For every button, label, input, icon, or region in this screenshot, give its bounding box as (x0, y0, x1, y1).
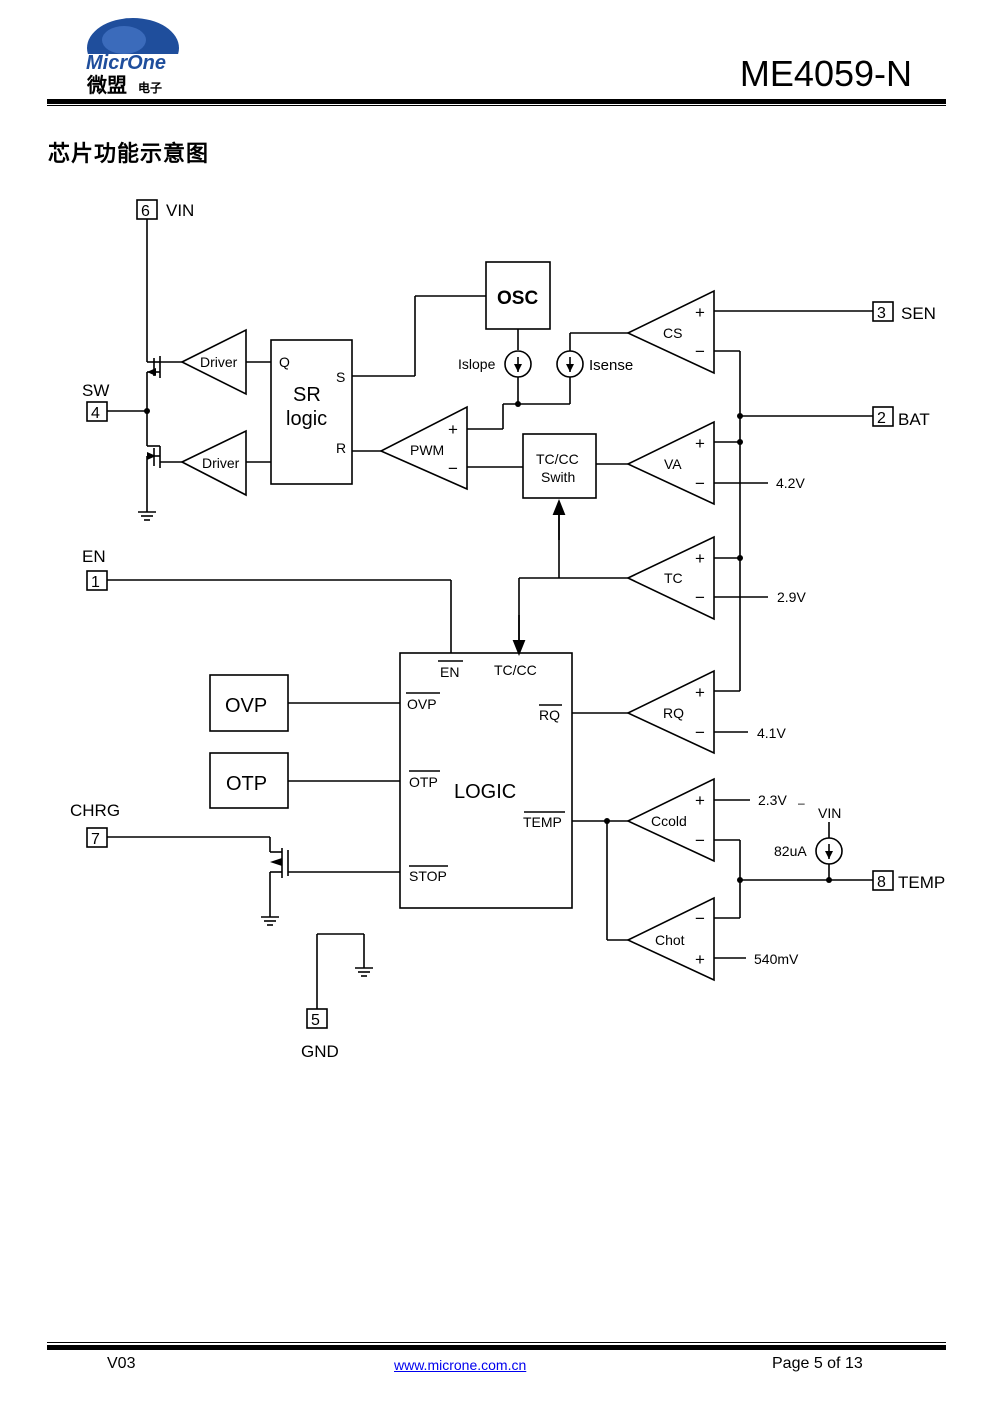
tc-comparator-label: TC (664, 570, 683, 586)
ccold-plus-sign: + (695, 791, 705, 810)
sr-s-label: S (336, 369, 345, 385)
pin-1-number: 1 (91, 574, 100, 591)
logic-stop-label: STOP (409, 868, 447, 884)
pin-6-label: VIN (166, 201, 194, 220)
pwm-plus-sign: + (448, 420, 458, 439)
va-minus-sign: − (695, 474, 705, 493)
logic-en-label: EN (440, 664, 459, 680)
sr-line1: SR (293, 384, 321, 406)
pin-3-number: 3 (877, 305, 886, 322)
cs-comparator-label: CS (663, 325, 682, 341)
driver-top-label: Driver (200, 354, 238, 370)
tccc-switch-line1: TC/CC (536, 451, 579, 467)
cs-minus-sign: − (695, 342, 705, 361)
ovp-block-label: OVP (225, 695, 267, 717)
pin-7-number: 7 (91, 831, 100, 848)
pin-4-label: SW (82, 381, 109, 400)
section-title: 芯片功能示意图 (48, 142, 210, 167)
logo-text-en: MicrOne (86, 52, 166, 74)
ccold-comparator-label: Ccold (651, 813, 687, 829)
osc-label: OSC (497, 288, 538, 309)
va-plus-sign: + (695, 434, 705, 453)
temp-current-supply-label: VIN (818, 805, 841, 821)
pin-4-number: 4 (91, 405, 100, 422)
pin-8-number: 8 (877, 874, 886, 891)
header-rule (47, 99, 946, 104)
footer-rule-thin (47, 1342, 946, 1343)
logic-label: LOGIC (454, 781, 516, 803)
pwm-label: PWM (410, 442, 444, 458)
block-diagram: 6 VIN SW 4 EN 1 CHRG 7 5 GND 3 SEN 2 BAT… (70, 199, 945, 1061)
driver-bottom-label: Driver (202, 455, 240, 471)
tc-reference: 2.9V (777, 589, 806, 605)
logic-otp-label: OTP (409, 774, 438, 790)
pin-1-label: EN (82, 547, 106, 566)
logic-tccc-label: TC/CC (494, 662, 537, 678)
pin-2-number: 2 (877, 410, 886, 427)
pin-2-label: BAT (898, 410, 930, 429)
rq-comparator-label: RQ (663, 705, 684, 721)
footer-rule (47, 1345, 946, 1350)
va-reference: 4.2V (776, 475, 805, 491)
logic-temp-label: TEMP (523, 814, 562, 830)
logo-text-cn-small: 电子 (138, 80, 162, 95)
tc-minus-sign: − (695, 588, 705, 607)
ccold-reference: 2.3V (758, 792, 787, 808)
pin-5-label: GND (301, 1042, 339, 1061)
pin-6-number: 6 (141, 203, 150, 220)
cs-plus-sign: + (695, 303, 705, 322)
pin-5-number: 5 (311, 1012, 320, 1029)
otp-block-label: OTP (226, 773, 267, 795)
rq-plus-sign: + (695, 683, 705, 702)
chot-minus-sign: − (695, 909, 705, 928)
document-title: ME4059-N (739, 53, 912, 94)
islope-label: Islope (458, 356, 496, 372)
va-comparator-label: VA (664, 456, 682, 472)
chot-reference: 540mV (754, 951, 799, 967)
ccold-minus-sign: − (695, 831, 705, 850)
sr-q-label: Q (279, 354, 290, 370)
header-rule-thin (47, 105, 946, 106)
pwm-minus-sign: − (448, 459, 458, 478)
rq-reference: 4.1V (757, 725, 786, 741)
pin-3-label: SEN (901, 304, 936, 323)
rq-minus-sign: − (695, 723, 705, 742)
logic-rq-label: RQ (539, 707, 560, 723)
logic-ovp-label: OVP (407, 696, 437, 712)
footer-version: V03 (107, 1355, 136, 1372)
sr-r-label: R (336, 440, 346, 456)
ccold-reference-dash: – (798, 796, 805, 810)
chot-plus-sign: + (695, 950, 705, 969)
chot-comparator-label: Chot (655, 932, 685, 948)
company-logo: MicrOne 微盟 电子 (84, 10, 184, 97)
temp-current-label: 82uA (774, 843, 807, 859)
footer-page-number: Page 5 of 13 (772, 1355, 863, 1372)
pin-8-label: TEMP (898, 873, 945, 892)
sr-line2: logic (286, 408, 327, 430)
footer-website-link[interactable]: www.microne.com.cn (394, 1357, 527, 1373)
logo-text-cn: 微盟 (86, 73, 127, 96)
tccc-switch-line2: Swith (541, 469, 575, 485)
tc-plus-sign: + (695, 549, 705, 568)
pin-7-label: CHRG (70, 801, 120, 820)
isense-label: Isense (589, 357, 633, 374)
